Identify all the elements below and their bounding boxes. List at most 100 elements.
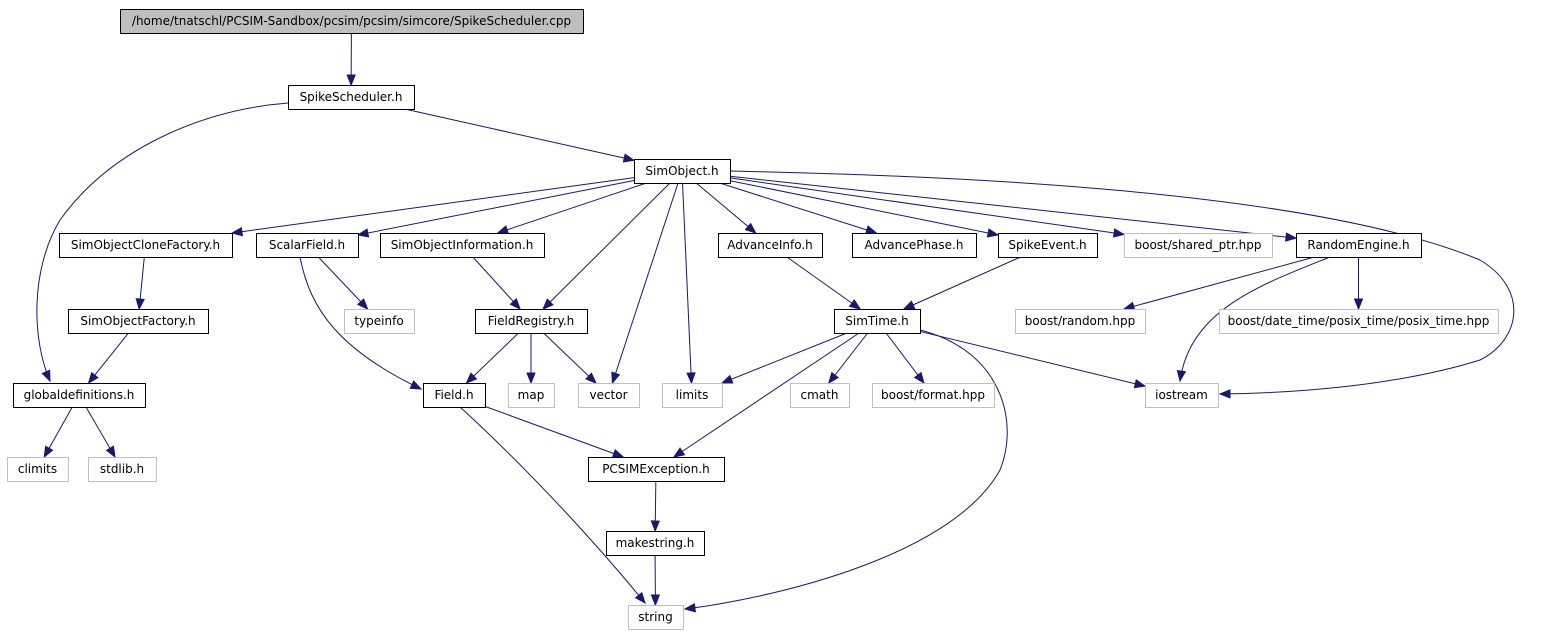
edge-arrowhead (526, 372, 536, 385)
edge-spikeevent-to-simtime (902, 256, 1021, 310)
edge-arrowhead (1218, 389, 1231, 399)
node-label: boost/format.hpp (881, 388, 985, 402)
edge-arrowhead (744, 222, 757, 234)
edge-line (919, 330, 1146, 387)
node-simobject[interactable]: SimObject.h (634, 159, 731, 184)
edge-globaldefinitions-to-stdlib (85, 406, 116, 459)
node-map: map (508, 383, 555, 408)
edge-simobject-to-sharedptr (729, 177, 1126, 238)
node-makestring[interactable]: makestring.h (606, 531, 705, 556)
node-spikeevent[interactable]: SpikeEvent.h (998, 233, 1098, 258)
node-box (588, 457, 725, 482)
edge-arrowhead (409, 380, 423, 390)
edge-arrowhead (135, 298, 145, 311)
edge-arrowhead (686, 372, 696, 385)
edge-arrowhead (356, 228, 370, 238)
edge-arrowhead (913, 371, 925, 385)
node-advanceinfo[interactable]: AdvanceInfo.h (718, 233, 823, 258)
node-label: globaldefinitions.h (24, 388, 135, 402)
edge-scalarfield-to-field (299, 256, 423, 390)
node-label: PCSIMException.h (602, 462, 710, 476)
node-box (634, 159, 731, 184)
edge-spikescheduler-to-simobject (404, 108, 636, 163)
node-box (606, 531, 705, 556)
edge-simobjectfactory-to-globaldefinitions (87, 332, 129, 385)
edge-randomengine-to-posixtime (1353, 257, 1364, 311)
edge-arrowhead (634, 591, 646, 605)
node-pcsimexception[interactable]: PCSIMException.h (588, 457, 725, 482)
edge-arrowhead (683, 603, 696, 613)
edge-arrowhead (230, 226, 244, 237)
edge-simobjectclonefactory-to-simobjectfactory (135, 256, 145, 311)
node-label: SimObjectFactory.h (80, 314, 195, 328)
node-field[interactable]: Field.h (423, 383, 486, 408)
node-spikescheduler[interactable]: SpikeScheduler.h (288, 85, 415, 110)
edge-line (318, 256, 368, 310)
node-advancephase[interactable]: AdvancePhase.h (852, 233, 977, 258)
node-label: typeinfo (354, 314, 403, 328)
node-label: cmath (801, 388, 839, 402)
node-iostream: iostream (1145, 383, 1219, 408)
edge-scalarfield-to-typeinfo (318, 256, 369, 310)
node-label: AdvancePhase.h (865, 238, 964, 252)
edge-arrowhead (611, 371, 621, 385)
node-label: ScalarField.h (269, 238, 345, 252)
edge-line (231, 177, 635, 234)
edge-arrowhead (1285, 232, 1298, 242)
edge-line (497, 182, 647, 234)
edge-line (1123, 256, 1315, 310)
edge-arrowhead (465, 372, 478, 384)
edge-arrowhead (1176, 369, 1187, 383)
node-simobjectfactory[interactable]: SimObjectFactory.h (68, 309, 209, 334)
edge-simtime-to-limits (720, 332, 848, 384)
edge-arrowhead (496, 225, 510, 235)
node-label: string (638, 610, 672, 624)
edge-line (543, 332, 597, 384)
node-box (852, 233, 977, 258)
node-box (88, 457, 157, 482)
node-label: FieldRegistry.h (488, 314, 575, 328)
node-label: limits (676, 388, 709, 402)
edge-line (484, 405, 624, 458)
node-globaldefinitions[interactable]: globaldefinitions.h (13, 383, 146, 408)
node-simobjectinformation[interactable]: SimObjectInformation.h (380, 233, 545, 258)
edge-line (357, 179, 635, 236)
node-typeinfo: typeinfo (344, 309, 415, 334)
node-label: SpikeScheduler.h (300, 90, 403, 104)
edge-line (1179, 256, 1331, 382)
node-fieldregistry[interactable]: FieldRegistry.h (475, 309, 588, 334)
edge-simobject-to-vector (611, 182, 679, 385)
node-scalarfield[interactable]: ScalarField.h (256, 233, 359, 258)
edge-arrowhead (43, 445, 54, 459)
node-label: vector (589, 388, 627, 402)
edge-line (88, 332, 129, 384)
node-box (790, 383, 850, 408)
node-simobjectclonefactory[interactable]: SimObjectCloneFactory.h (59, 233, 233, 258)
node-label: stdlib.h (100, 462, 144, 476)
node-limits: limits (662, 383, 723, 408)
edge-arrowhead (848, 299, 862, 310)
node-box (120, 9, 584, 34)
edge-randomengine-to-iostream (1176, 256, 1331, 383)
edge-spikescheduler-to-globaldefinitions (36, 102, 289, 383)
node-box (13, 383, 146, 408)
edge-globaldefinitions-to-climits (43, 406, 73, 459)
edge-line (684, 329, 1008, 610)
node-simtime[interactable]: SimTime.h (834, 309, 921, 334)
node-randomengine[interactable]: RandomEngine.h (1296, 233, 1422, 258)
node-cmath: cmath (790, 383, 850, 408)
node-label: SimObjectInformation.h (391, 238, 534, 252)
edge-field-to-string (459, 406, 646, 605)
node-box (1145, 383, 1219, 408)
edge-simobjectinformation-to-fieldregistry (472, 256, 522, 310)
edge-simobject-to-spikeevent (729, 180, 1000, 238)
edge-randomengine-to-boostrandom (1122, 256, 1315, 311)
edge-fieldregistry-to-map (526, 333, 536, 385)
edge-line (459, 406, 646, 604)
edge-arrowhead (611, 448, 625, 458)
edge-simobject-to-fieldregistry (542, 182, 671, 310)
edge-simobject-to-advanceinfo (695, 182, 757, 234)
edge-line (611, 182, 679, 384)
edge-arrowhead (1112, 228, 1126, 238)
edge-arrowhead (1353, 298, 1364, 311)
